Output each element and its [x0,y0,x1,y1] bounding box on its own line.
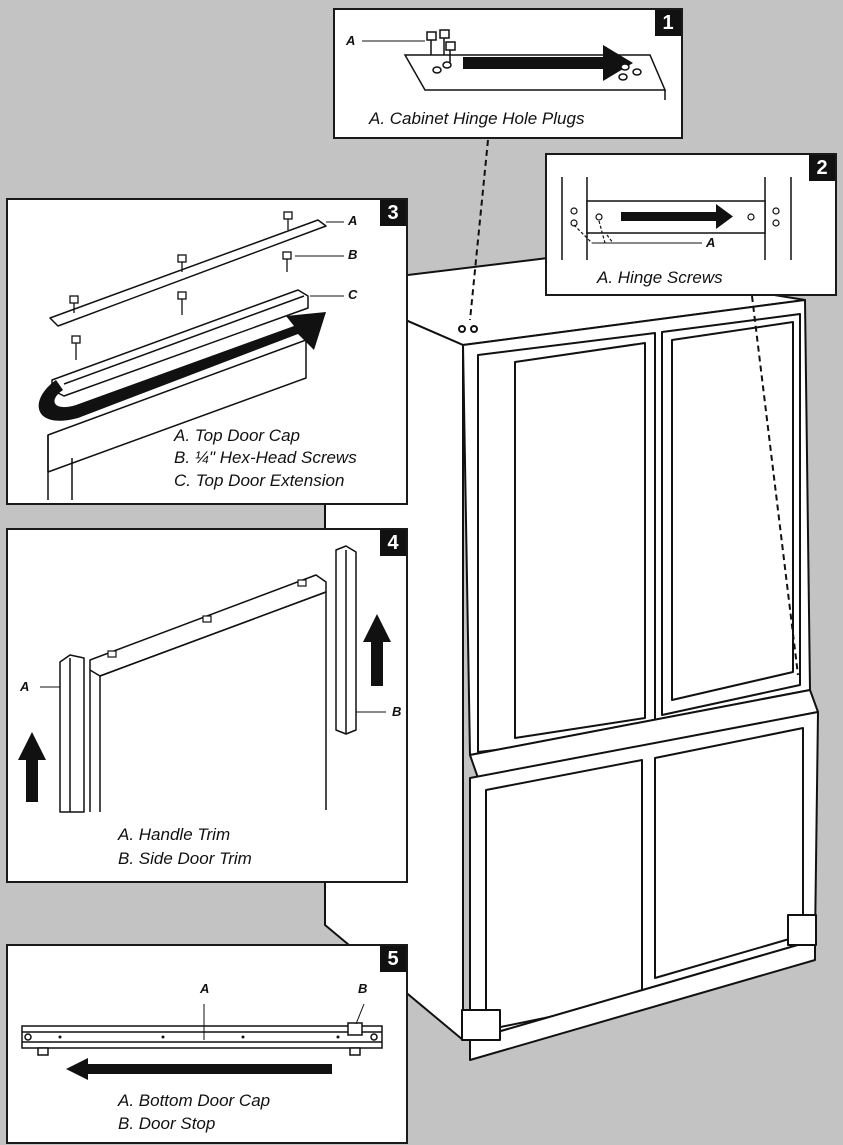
step4-illustration [18,545,391,813]
up-arrows [18,614,391,802]
direction-arrow [621,212,716,221]
upper-right-door-inset [671,321,794,701]
door-top-edge [89,574,327,677]
marker-a: A [706,235,716,250]
step5-panel: 5 A B A. Bottom Door Cap B. Door Stop [6,944,408,1144]
step5-caption-a: A. Bottom Door Cap [118,1091,271,1110]
step-number-badge: 5 [380,946,406,972]
step1-illustration [362,29,667,100]
direction-arrow [463,57,603,69]
step-number-badge: 2 [809,155,835,181]
marker-a: A [346,33,356,48]
step-number-badge: 3 [380,200,406,226]
toe-kick [469,939,816,1061]
upper-left-door-inset [514,342,646,739]
marker-c: C [348,287,358,302]
curved-arrow [38,312,327,421]
marker-b: B [392,704,402,719]
step3-caption-a: A. Top Door Cap [174,426,300,445]
step5-illustration [21,1003,383,1080]
bottom-door-cap [21,1025,383,1049]
step1-panel: 1 A A. Cabinet Hinge Hole Plugs [333,8,683,139]
step4-panel: 4 A B A. Handle Trim B. Side Door Trim [6,528,408,883]
marker-a: A [200,981,210,996]
step5-caption-b: B. Door Stop [118,1114,216,1133]
step3-caption-c: C. Top Door Extension [174,471,345,490]
leader-line-step1 [469,139,489,321]
step4-caption-a: A. Handle Trim [118,825,231,844]
step3-illustration [38,211,344,500]
hinge-hole [470,325,478,333]
marker-a: A [348,213,358,228]
handle-trim [59,654,85,813]
hinge-screw-holes [570,207,780,227]
top-door-cap [49,219,327,327]
step-number-badge: 4 [380,530,406,556]
step1-caption: A. Cabinet Hinge Hole Plugs [369,109,585,128]
step4-caption-b: B. Side Door Trim [118,849,252,868]
step2-caption: A. Hinge Screws [597,268,723,287]
left-foot [461,1009,501,1041]
marker-b: B [348,247,358,262]
step2-illustration [561,177,792,260]
marker-a: A [20,679,30,694]
step-number-badge: 1 [655,10,681,36]
direction-arrow [88,1064,332,1074]
marker-b: B [358,981,368,996]
hex-head-screws [69,211,293,360]
hinge-hole-plugs [426,29,642,81]
step3-caption-b: B. ¼" Hex-Head Screws [174,448,357,467]
right-foot [787,914,817,946]
hinge-hole [458,325,466,333]
step3-panel: 3 A B C A. Top Door Cap B. ¼" Hex-Head S… [6,198,408,505]
leader-line-step2 [751,295,799,676]
step2-panel: 2 A A. Hinge Screws [545,153,837,296]
door-stop [347,1022,363,1036]
